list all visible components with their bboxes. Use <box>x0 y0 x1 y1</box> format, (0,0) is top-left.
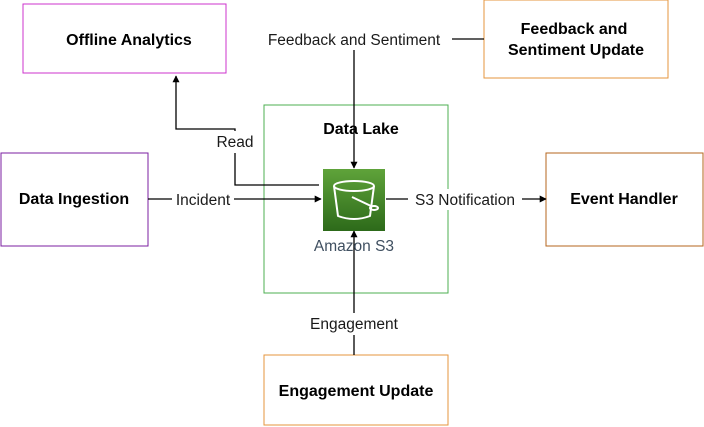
feedback-update-title-line1: Feedback and <box>521 21 628 38</box>
edge-read-label: Read <box>216 134 253 151</box>
data-ingestion-title: Data Ingestion <box>19 191 129 208</box>
feedback-sentiment-update-box <box>483 0 669 79</box>
engagement-update-title: Engagement Update <box>279 383 434 400</box>
feedback-update-title-line2: Sentiment Update <box>508 42 644 59</box>
edge-incident-label-bg <box>172 189 234 210</box>
s3-bucket-icon <box>323 169 385 231</box>
edge-s3-notification-label-bg <box>408 189 522 210</box>
edge-engagement-label-bg <box>300 313 408 335</box>
offline-analytics-title: Offline Analytics <box>66 32 192 49</box>
engagement-update-box <box>263 354 449 426</box>
edge-feedback-label-bg <box>256 28 452 50</box>
edge-s3-notification-label: S3 Notification <box>415 192 515 209</box>
event-handler-box <box>545 152 704 247</box>
offline-analytics-box <box>22 3 227 74</box>
edge-feedback-label: Feedback and Sentiment <box>268 32 441 49</box>
edge-engagement-label: Engagement <box>310 316 399 333</box>
edge-incident-label: Incident <box>176 192 231 209</box>
data-lake-title: Data Lake <box>323 121 399 138</box>
edge-read-arrow <box>172 75 319 186</box>
s3-label: Amazon S3 <box>314 238 394 255</box>
edge-read-label-bg <box>212 131 258 153</box>
data-ingestion-box <box>0 152 149 247</box>
event-handler-title: Event Handler <box>570 191 678 208</box>
